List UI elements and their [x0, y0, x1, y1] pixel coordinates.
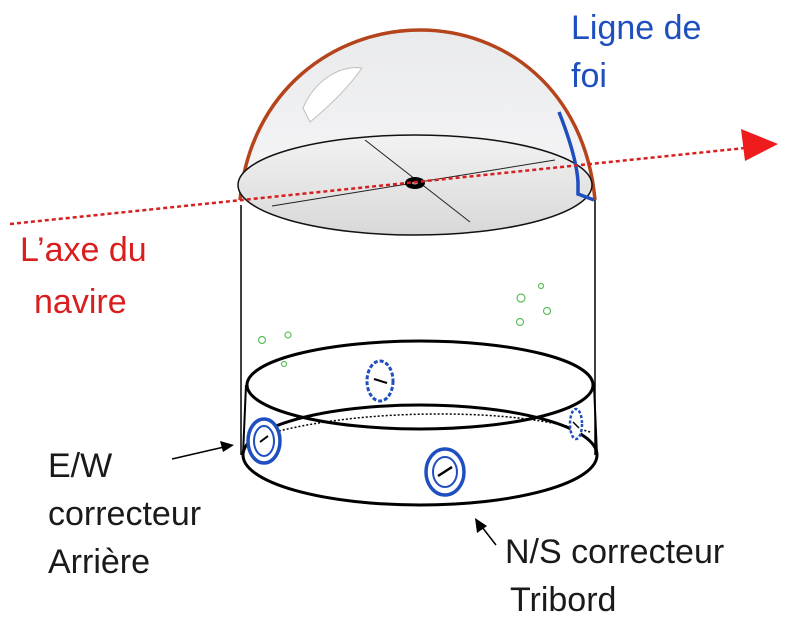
- ew-corrector-magnet: [246, 417, 282, 465]
- ns-corrector-magnet: [424, 447, 466, 497]
- corrector-ring-bottom: [241, 403, 599, 507]
- ns-corrector-label-line1: N/S correcteur: [505, 533, 725, 571]
- dome-outline: [238, 28, 597, 201]
- corrector-ring-inner-dotted: [274, 413, 591, 433]
- corrector-ring-right-wall: [593, 384, 598, 456]
- right-corrector-magnet: [568, 407, 584, 441]
- ship-axis-label-line2: navire: [34, 283, 127, 321]
- ship-axis-arrowhead: [741, 129, 778, 161]
- ew-pointer-arrow: [171, 441, 234, 460]
- ew-corrector-label-line1: E/W: [48, 447, 113, 485]
- lubber-line-label-line1: Ligne de: [571, 9, 702, 47]
- ns-pointer-arrow: [475, 518, 497, 546]
- lubber-line-label-line2: foi: [571, 57, 607, 95]
- ship-axis-label-line1: L’axe du: [20, 231, 147, 269]
- corrector-ring-left-wall: [242, 384, 247, 456]
- corrector-ring-top: [245, 339, 595, 431]
- ns-corrector-label-line2: Tribord: [510, 581, 617, 619]
- bubbles: [257, 282, 552, 368]
- back-corrector-magnet: [365, 359, 395, 403]
- ew-corrector-label-line3: Arrière: [48, 543, 151, 581]
- ew-corrector-label-line2: correcteur: [48, 495, 202, 533]
- dome-highlight: [302, 67, 363, 123]
- lubber-line-mark: [557, 111, 595, 202]
